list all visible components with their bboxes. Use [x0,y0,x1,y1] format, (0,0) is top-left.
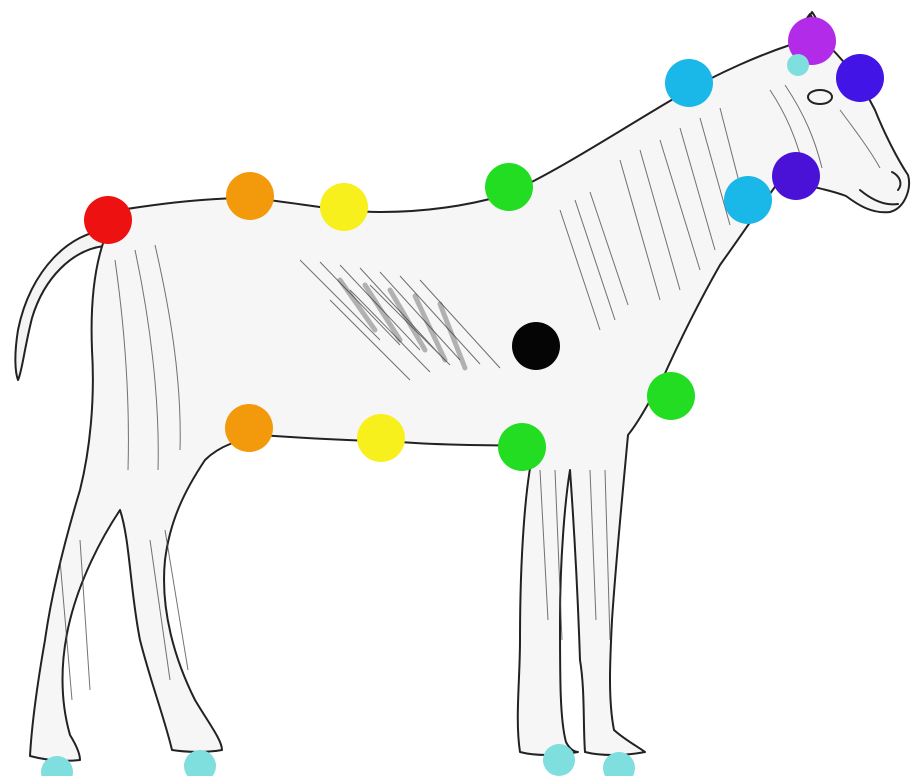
dot-aqua-forehead-marker [787,54,809,76]
horse-outline [15,12,909,761]
dot-blue-throat-marker [724,176,772,224]
dot-yellow-back-marker [320,183,368,231]
dot-red-croup-marker [84,196,132,244]
dot-blue-poll-neck-marker [665,59,713,107]
dot-orange-back-marker [226,172,274,220]
dot-aqua-hind-hoof-right-marker [184,750,216,776]
dot-green-withers-marker [485,163,533,211]
dot-indigo-face-marker [836,54,884,102]
dot-indigo-jaw-marker [772,152,820,200]
dot-orange-flank-marker [225,404,273,452]
dot-green-girth-marker [498,423,546,471]
dot-black-heart-marker [512,322,560,370]
body-outline [30,14,909,761]
dot-green-chest-marker [647,372,695,420]
dot-aqua-fore-hoof-left-marker [543,744,575,776]
dot-yellow-belly-marker [357,414,405,462]
